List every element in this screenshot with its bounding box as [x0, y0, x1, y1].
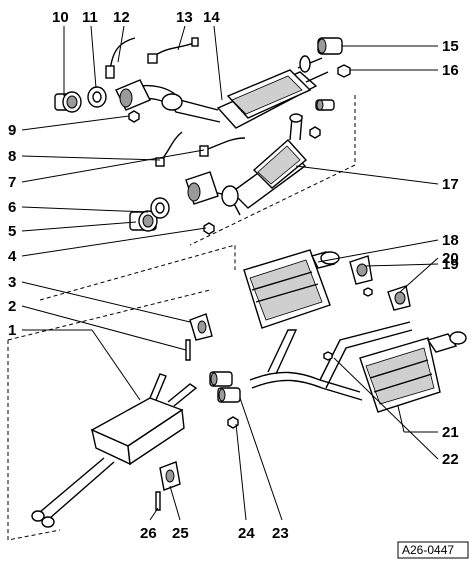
callout-25: 25 — [172, 525, 189, 542]
upper-oxygen-sensors — [105, 37, 199, 79]
lower-flange-gaskets — [129, 197, 215, 235]
callout-13: 13 — [176, 9, 193, 26]
callout-labels: 10 11 12 13 14 15 16 9 8 7 6 5 4 17 18 1… — [8, 9, 459, 542]
callout-11: 11 — [82, 9, 98, 26]
callout-10: 10 — [52, 9, 69, 26]
dashed-assembly-frames — [7, 95, 356, 541]
callout-9: 9 — [8, 122, 16, 139]
rear-right-silencer — [359, 331, 467, 413]
reference-box: A26-0447 — [397, 541, 469, 559]
callout-2: 2 — [8, 298, 16, 315]
upper-clamp-and-nut — [317, 37, 351, 78]
callout-24: 24 — [238, 525, 255, 542]
center-clamps — [155, 313, 333, 511]
leader-lines — [21, 25, 439, 521]
front-silencer — [31, 373, 198, 528]
upper-flange-gaskets — [54, 86, 107, 113]
upper-catalytic-converter — [115, 55, 329, 129]
callout-18: 18 — [442, 232, 459, 249]
callout-8: 8 — [8, 148, 16, 165]
callout-23: 23 — [272, 525, 289, 542]
callout-1: 1 — [8, 322, 16, 339]
lower-catalytic-converter — [185, 113, 308, 216]
callout-21: 21 — [442, 424, 459, 441]
callout-5: 5 — [8, 223, 16, 240]
callout-4: 4 — [8, 248, 17, 265]
rear-hangers — [349, 255, 411, 311]
callout-19: 19 — [442, 256, 459, 273]
rear-left-silencer — [243, 249, 340, 329]
callout-6: 6 — [8, 199, 16, 216]
callout-15: 15 — [442, 38, 459, 55]
callout-14: 14 — [203, 9, 220, 26]
callout-26: 26 — [140, 525, 157, 542]
callout-3: 3 — [8, 274, 16, 291]
callout-16: 16 — [442, 62, 459, 79]
callout-7: 7 — [8, 174, 16, 191]
nut-9 — [128, 110, 140, 123]
callout-20: 20 — [442, 250, 459, 267]
reference-code: A26-0447 — [402, 543, 454, 557]
lower-oxygen-sensors — [155, 131, 246, 167]
callout-12: 12 — [113, 9, 130, 26]
callout-17: 17 — [442, 176, 459, 193]
upper-right-clamp-parts — [309, 99, 335, 139]
callout-22: 22 — [442, 451, 459, 468]
center-y-pipe — [249, 321, 413, 401]
